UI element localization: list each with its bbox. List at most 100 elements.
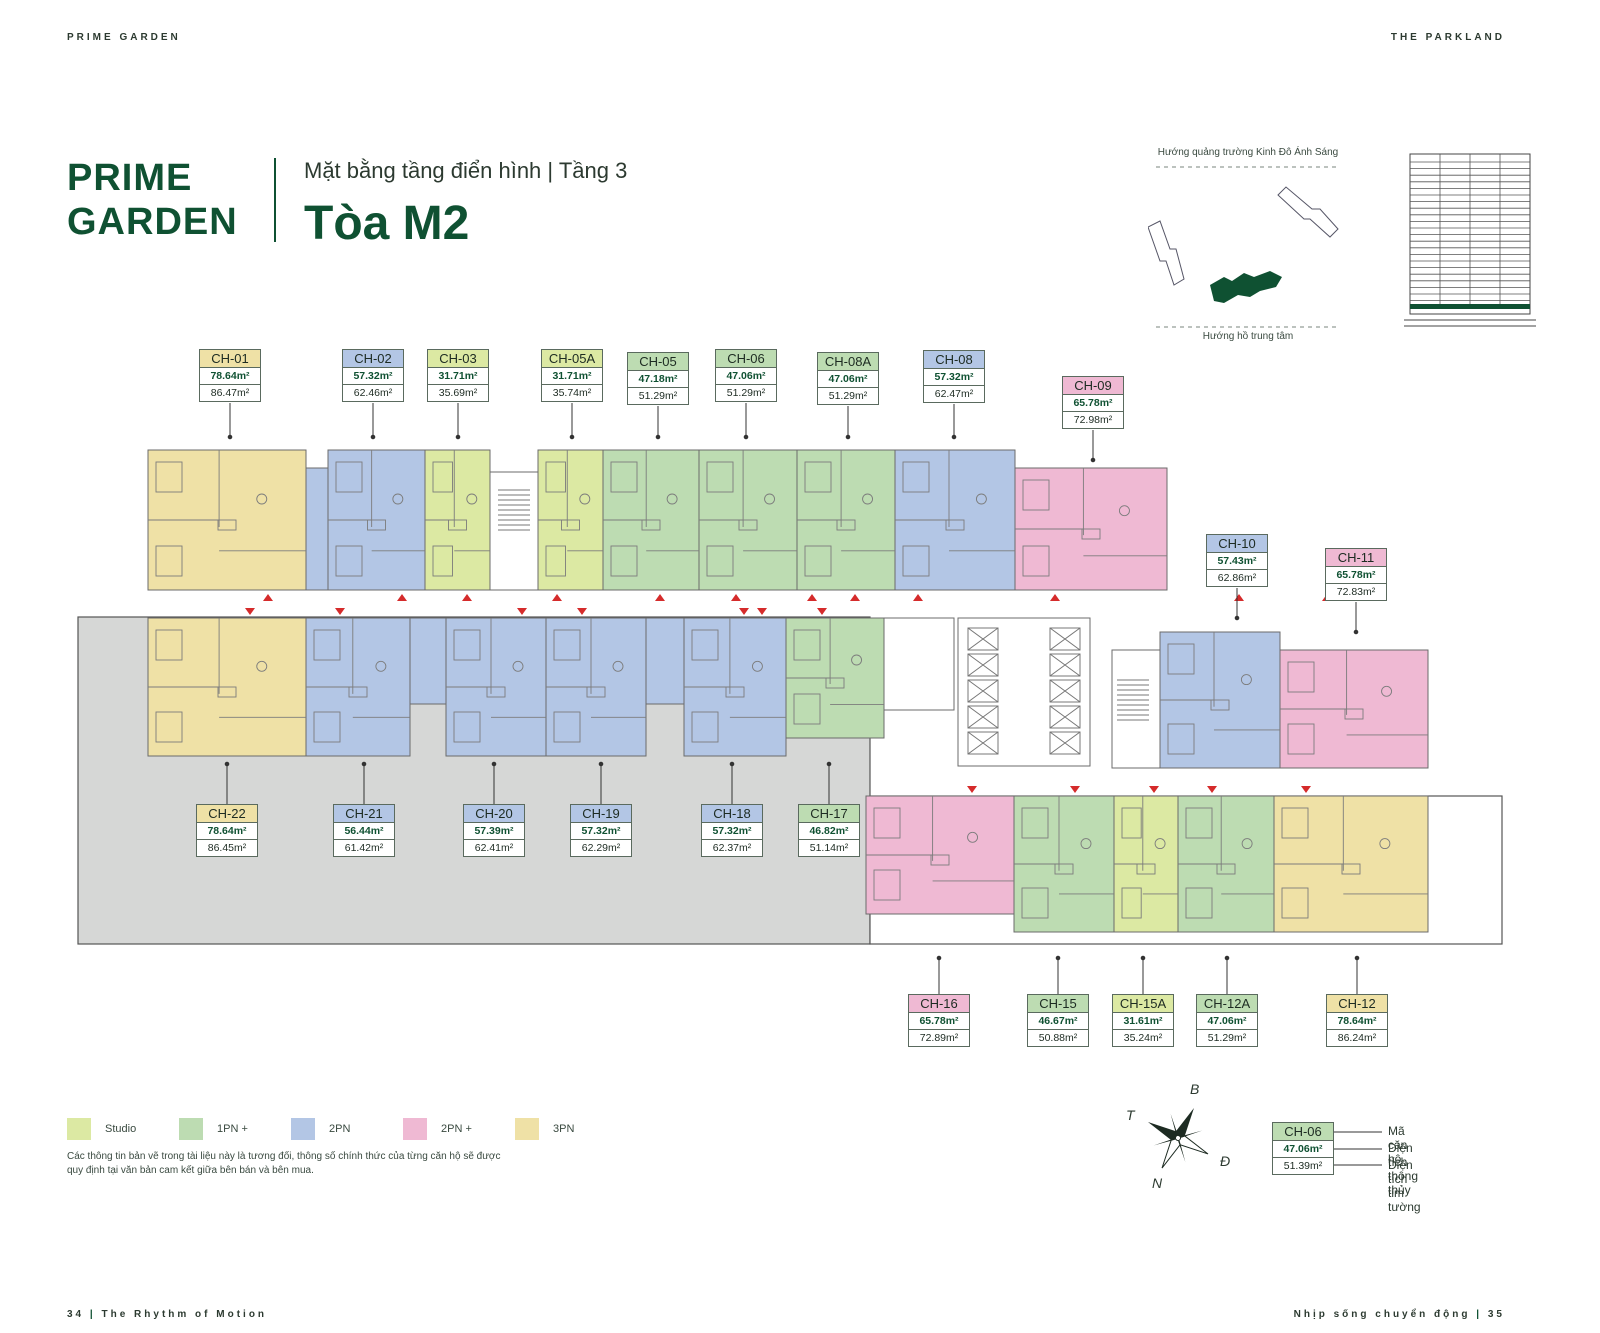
leader-dot (1354, 955, 1360, 961)
unit-area-net: 47.18m² (627, 371, 689, 388)
footer-right-text: Nhịp sống chuyển động (1293, 1309, 1471, 1320)
leader-dot (729, 761, 735, 767)
leader-dot (845, 434, 851, 440)
unit-area-gross: 51.14m² (798, 840, 860, 857)
unit-code: CH-19 (570, 804, 632, 823)
unit-area-net: 57.43m² (1206, 553, 1268, 570)
unit-code: CH-11 (1325, 548, 1387, 567)
unit-code: CH-15 (1027, 994, 1089, 1013)
unit-area-gross: 62.41m² (463, 840, 525, 857)
unit-area-net: 57.32m² (570, 823, 632, 840)
leader-dot (743, 434, 749, 440)
header-left: PRIME GARDEN (67, 32, 181, 43)
site-diagram (1148, 166, 1340, 328)
unit-area-net: 46.67m² (1027, 1013, 1089, 1030)
page-subtitle: Mặt bằng tầng điển hình | Tầng 3 (304, 158, 628, 183)
unit-code: CH-12 (1326, 994, 1388, 1013)
leader-dot (1234, 615, 1240, 621)
unit-area-net: 57.32m² (342, 368, 404, 385)
unit-code: CH-01 (199, 349, 261, 368)
tower-name: Tòa M2 (304, 197, 470, 250)
leader-dot (598, 761, 604, 767)
unit-area-gross: 72.98m² (1062, 412, 1124, 429)
legend-swatch (403, 1118, 427, 1140)
unit-code: CH-05 (627, 352, 689, 371)
compass-north: B (1190, 1082, 1199, 1097)
unit-area-gross: 50.88m² (1027, 1030, 1089, 1047)
unit-code: CH-05A (541, 349, 603, 368)
leader-dot (227, 434, 233, 440)
key-label-net: Diện tích thông thủy (1388, 1141, 1419, 1197)
leader-dot (951, 434, 957, 440)
footer-left-num: 34 (67, 1309, 85, 1320)
key-label-gross: Diện tích tim tường (1388, 1158, 1421, 1214)
unit-code: CH-20 (463, 804, 525, 823)
unit-area-gross: 35.74m² (541, 385, 603, 402)
unit-code: CH-02 (342, 349, 404, 368)
leader-dot (224, 761, 230, 767)
unit-code: CH-03 (427, 349, 489, 368)
unit-area-net: 47.06m² (715, 368, 777, 385)
legend-swatch (515, 1118, 539, 1140)
leader-dot (491, 761, 497, 767)
brand-title-line1: PRIME (67, 157, 193, 199)
legend-swatch (67, 1118, 91, 1140)
unit-code: CH-08 (923, 350, 985, 369)
unit-area-gross: 51.29m² (1196, 1030, 1258, 1047)
unit-area-net: 65.78m² (1062, 395, 1124, 412)
compass-west: T (1126, 1107, 1136, 1123)
key-area-gross: 51.39m² (1272, 1158, 1334, 1175)
unit-area-gross: 62.47m² (923, 386, 985, 403)
unit-code: CH-17 (798, 804, 860, 823)
site-top-label: Hướng quảng trường Kinh Đô Ánh Sáng (1157, 147, 1339, 158)
unit-area-gross: 61.42m² (333, 840, 395, 857)
key-area-net: 47.06m² (1272, 1141, 1334, 1158)
unit-area-net: 57.32m² (923, 369, 985, 386)
legend-label: 2PN (329, 1123, 351, 1135)
unit-area-gross: 72.83m² (1325, 584, 1387, 601)
unit-area-gross: 35.69m² (427, 385, 489, 402)
footer-left-text: The Rhythm of Motion (101, 1309, 268, 1320)
unit-area-gross: 62.29m² (570, 840, 632, 857)
site-bottom-label: Hướng hồ trung tâm (1202, 331, 1294, 342)
leader-dot (655, 434, 661, 440)
leader-dot (361, 761, 367, 767)
leader-dot (936, 955, 942, 961)
footer-right-num: 35 (1487, 1309, 1505, 1320)
unit-area-net: 57.32m² (701, 823, 763, 840)
unit-code: CH-12A (1196, 994, 1258, 1013)
unit-area-net: 78.64m² (196, 823, 258, 840)
unit-area-gross: 62.37m² (701, 840, 763, 857)
leader-dot (370, 434, 376, 440)
leader-dot (1353, 629, 1359, 635)
unit-code: CH-15A (1112, 994, 1174, 1013)
legend-swatch (179, 1118, 203, 1140)
unit-area-net: 56.44m² (333, 823, 395, 840)
unit-area-gross: 86.45m² (196, 840, 258, 857)
legend-item: 3PN (515, 1118, 619, 1140)
unit-area-net: 57.39m² (463, 823, 525, 840)
unit-area-net: 47.06m² (817, 371, 879, 388)
unit-code: CH-08A (817, 352, 879, 371)
legend-label: 1PN + (217, 1123, 248, 1135)
unit-area-net: 47.06m² (1196, 1013, 1258, 1030)
